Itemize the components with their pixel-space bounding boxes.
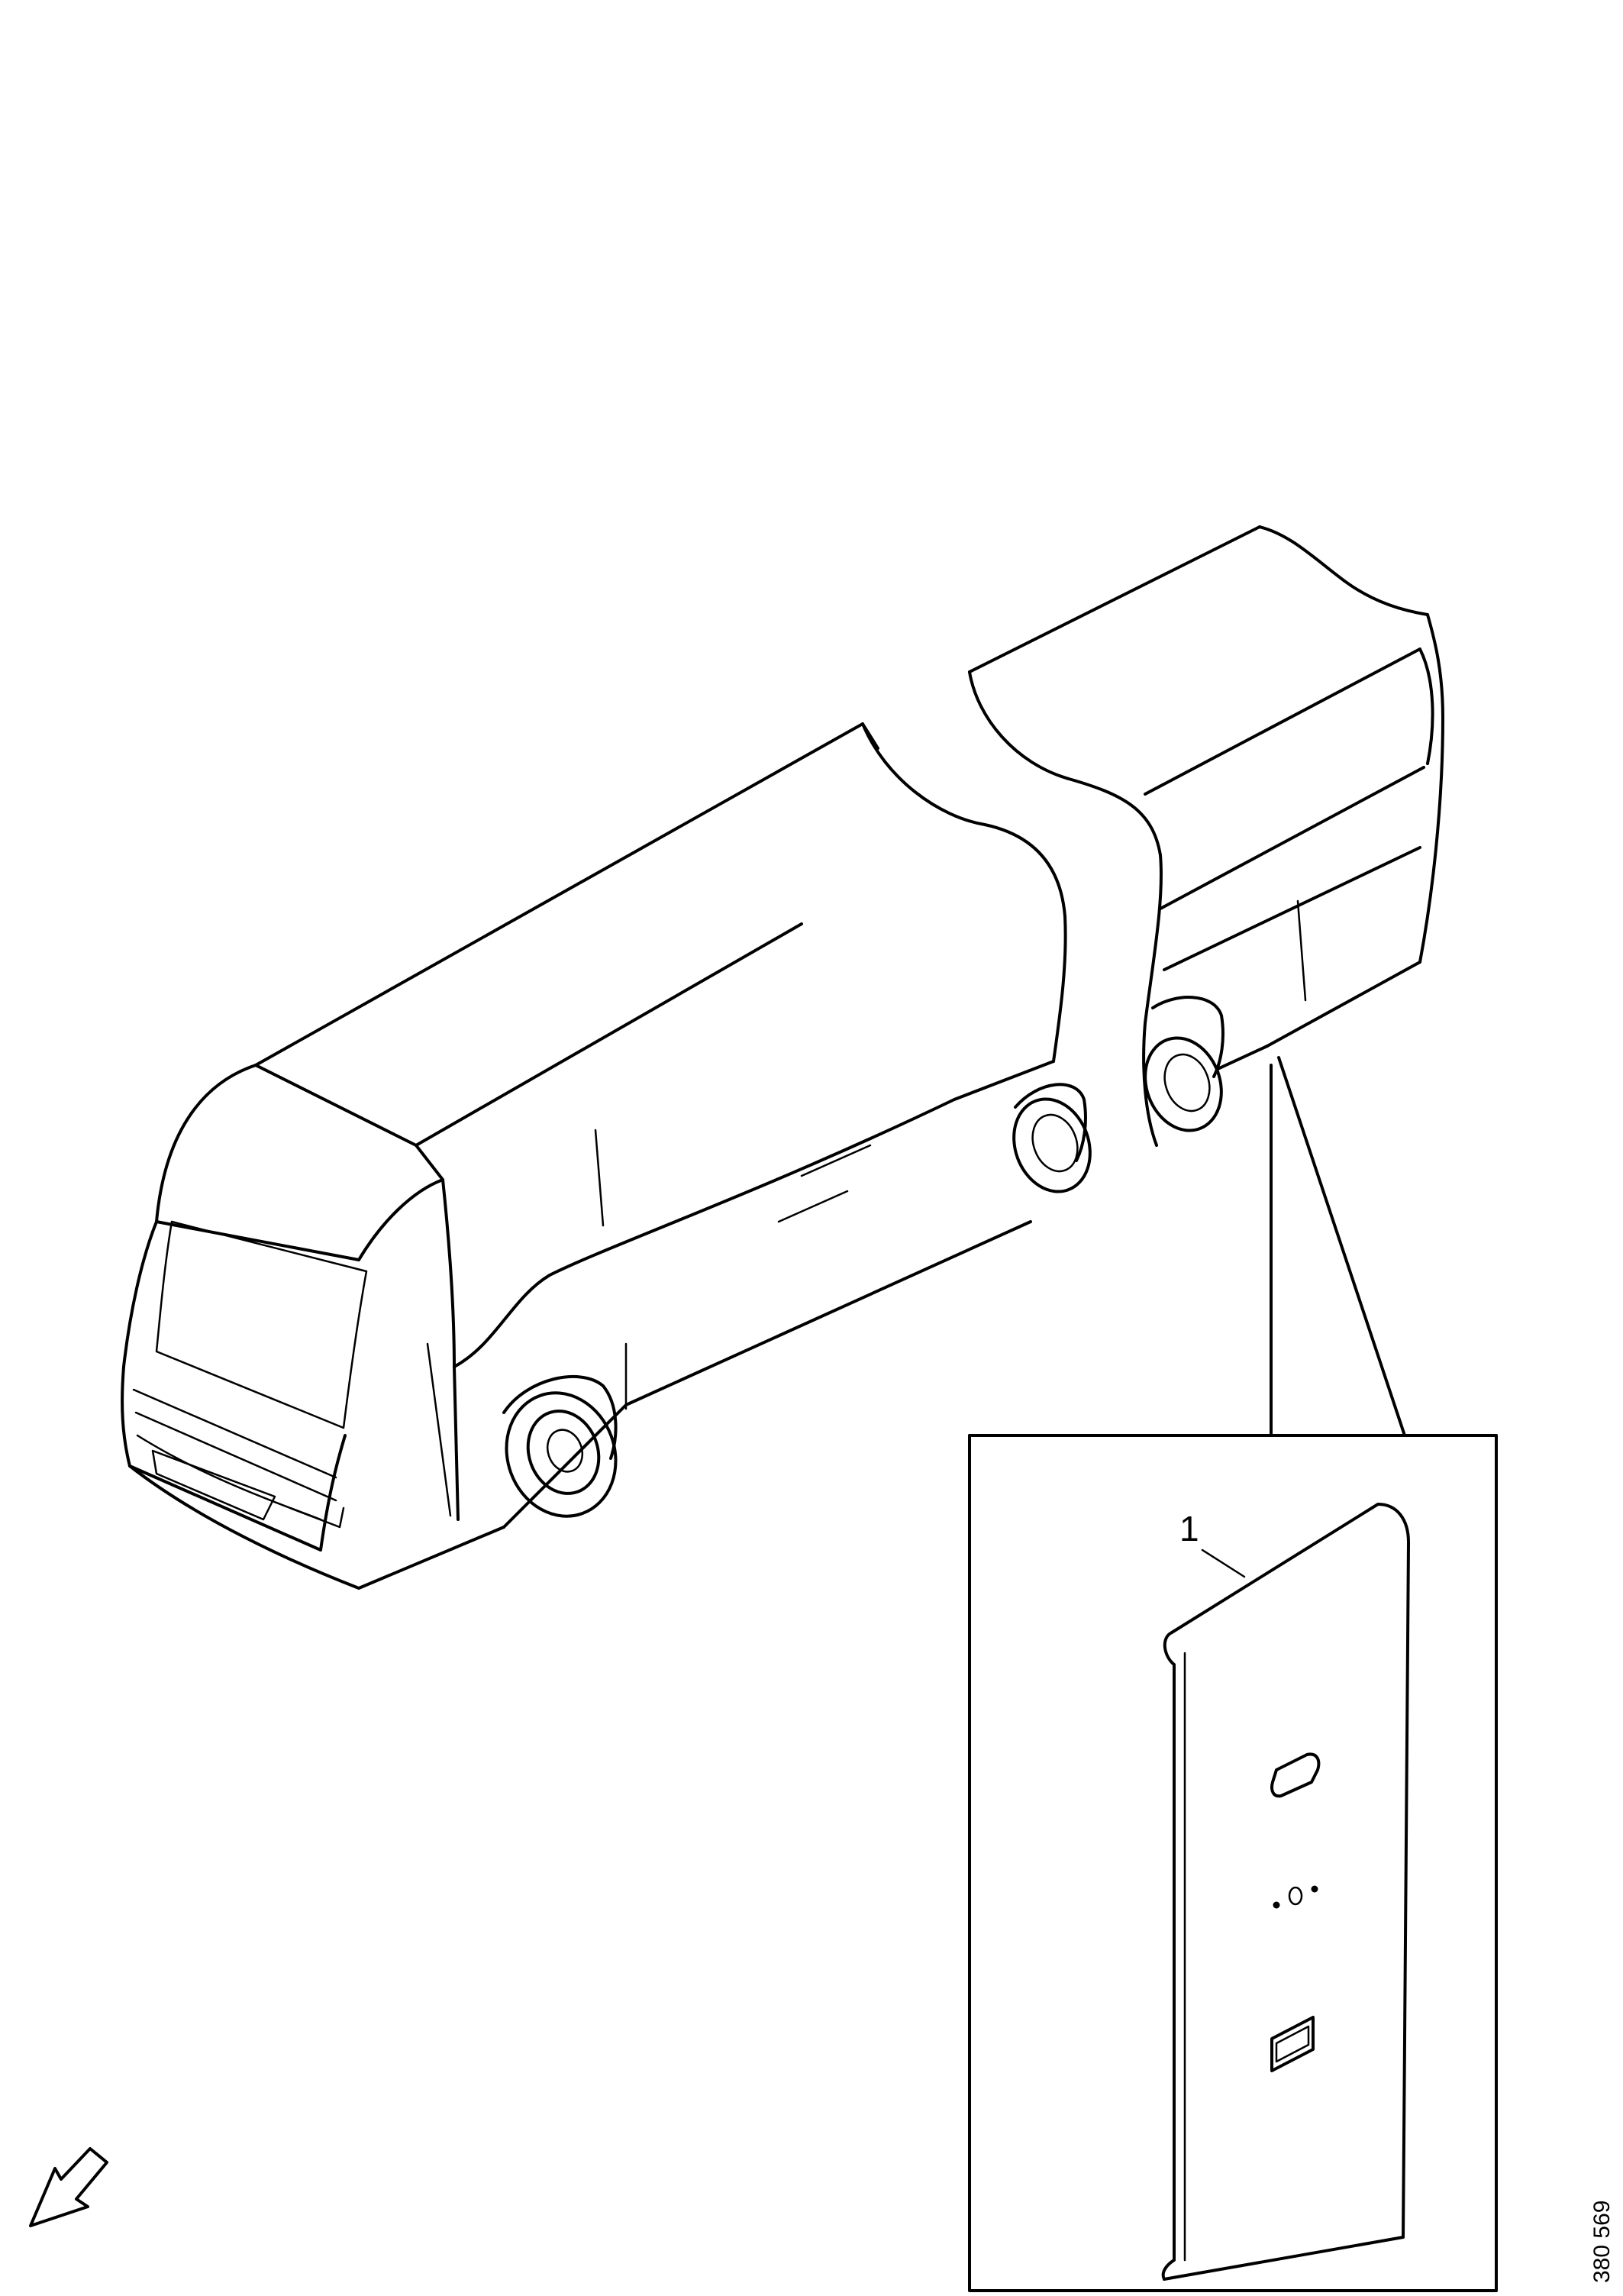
coach-rear-section: [968, 525, 1444, 1147]
reference-number: 380 569: [1589, 2201, 1615, 2283]
callout-1-label: 1: [1179, 1509, 1199, 1548]
detail-box: 1: [968, 1434, 1498, 2292]
part-1-panel: [1161, 1503, 1410, 2281]
coach-front-section: [121, 722, 1092, 1590]
direction-arrow-icon: [29, 2147, 108, 2227]
callout-1: 1: [1179, 1509, 1246, 1578]
